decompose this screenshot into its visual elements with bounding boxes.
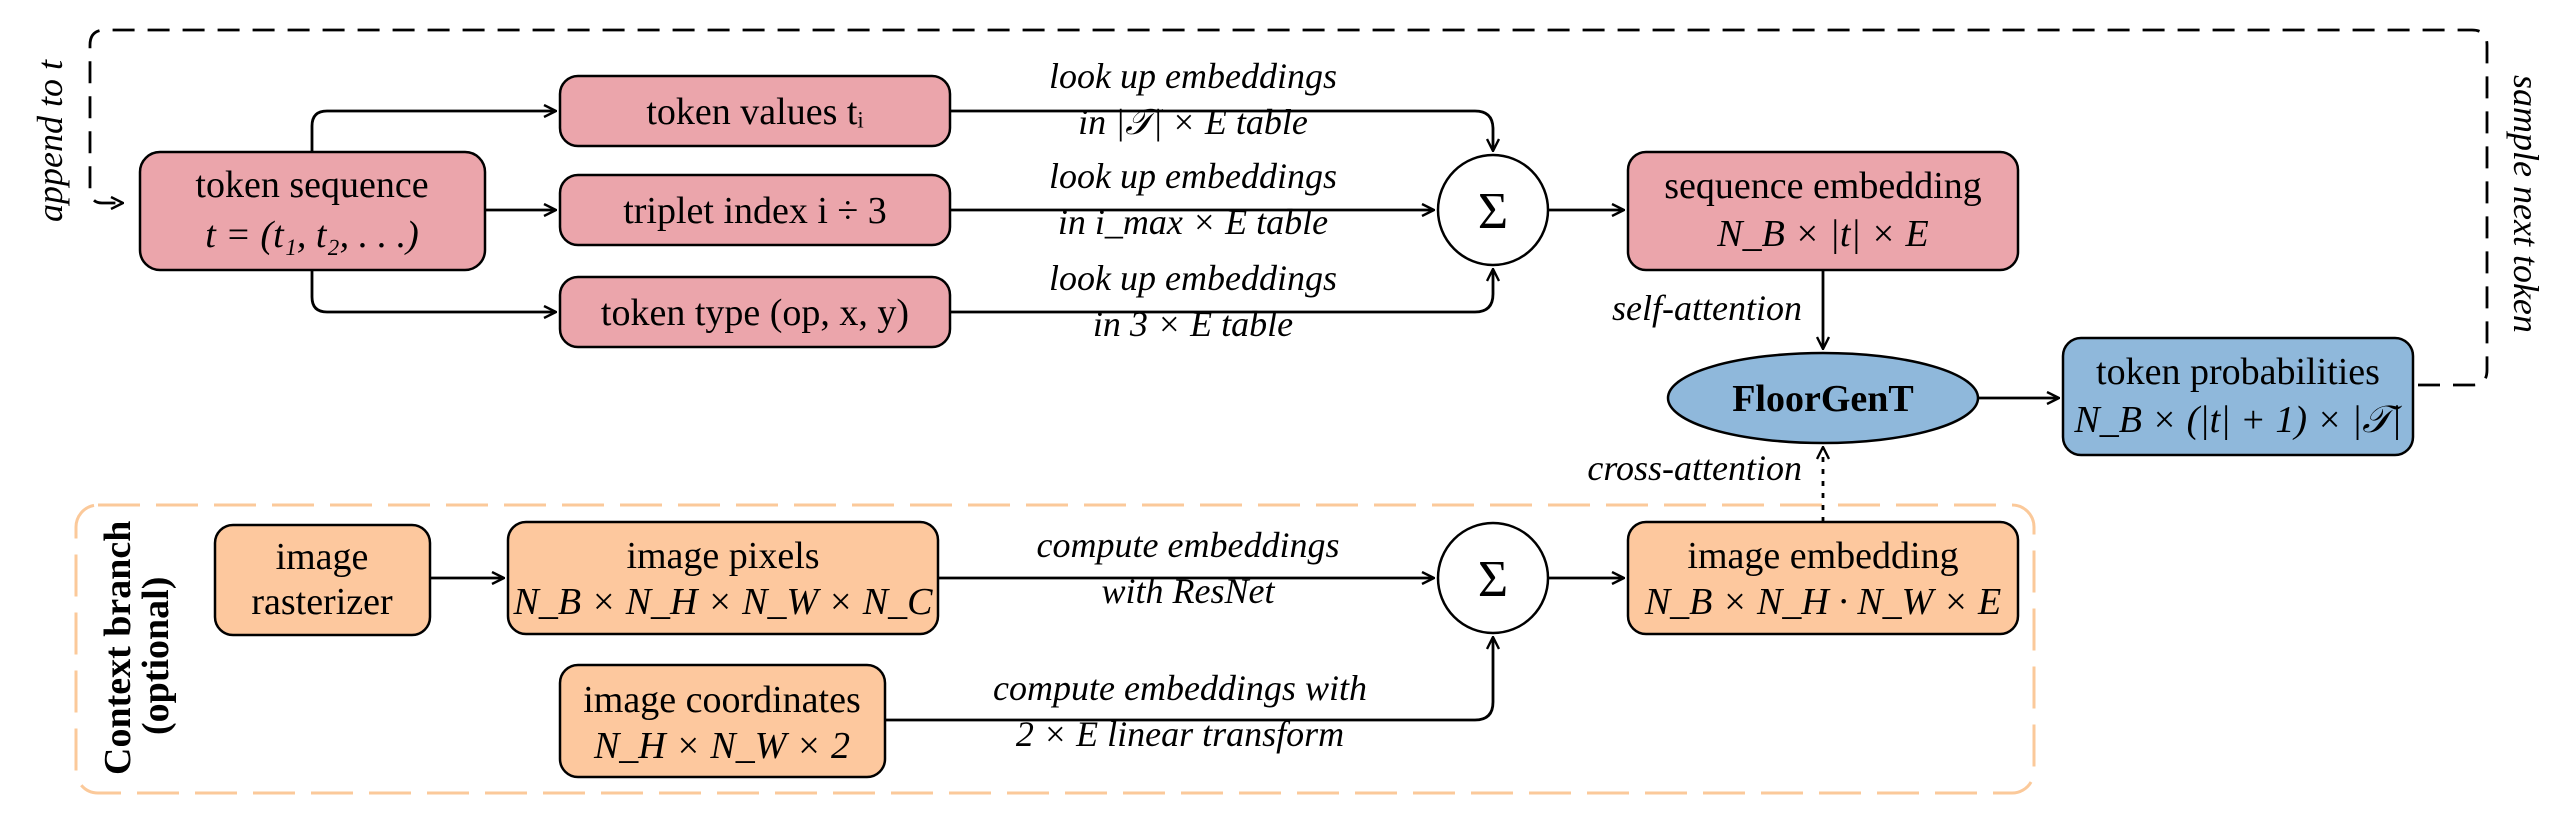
edge-coordinates-to-sum [885,638,1493,722]
index-lookup-label-2: in i_max × E table [1058,202,1328,242]
sample-next-token-label: sample next token [2506,75,2546,333]
svg-text:image embedding: image embedding [1687,535,1958,577]
edge-type-to-sum [950,270,1493,314]
token-type-node: token type (op, x, y) [558,275,952,349]
svg-text:N_H × N_W × 2: N_H × N_W × 2 [593,725,850,767]
sampling-loop-line [88,28,2489,387]
svg-text:FloorGenT: FloorGenT [1732,378,1914,420]
context-branch-optional: (optional) [135,577,177,735]
linear-label-2: 2 × E linear transform [1016,714,1344,754]
svg-text:N_B × N_H × N_W × N_C: N_B × N_H × N_W × N_C [513,581,934,623]
floorgent-node: FloorGenT [1666,351,1980,445]
image-rasterizer-node: image rasterizer [213,523,432,637]
token-sequence-node: token sequence t = (t₁, t₂, . . .) [138,150,487,272]
sequence-embedding-node: sequence embedding N_B × |t| × E [1626,150,2020,272]
svg-text:Σ: Σ [1478,183,1508,240]
index-lookup-label-1: look up embeddings [1049,156,1337,196]
resnet-label-1: compute embeddings [1037,525,1340,565]
svg-text:Σ: Σ [1478,551,1508,608]
token-values-node: token values tᵢ [558,74,952,148]
svg-text:token probabilities: token probabilities [2096,351,2380,393]
image-coordinates-node: image coordinates N_H × N_W × 2 [558,663,887,779]
svg-text:N_B × |t| × E: N_B × |t| × E [1716,213,1929,255]
svg-text:N_B × N_H · N_W × E: N_B × N_H · N_W × E [1644,581,2001,623]
token-probabilities-node: token probabilities N_B × (|t| + 1) × |𝒯… [2061,336,2415,457]
svg-text:image pixels: image pixels [626,535,819,577]
cross-attention-label: cross-attention [1587,448,1802,488]
edge-values-to-sum [950,109,1493,150]
append-label: append to t [30,59,70,222]
image-pixels-node: image pixels N_B × N_H × N_W × N_C [506,520,940,636]
edge-sequence-to-type [310,270,555,312]
svg-text:token sequence: token sequence [195,164,428,206]
svg-text:N_B × (|t| + 1) × |𝒯|: N_B × (|t| + 1) × |𝒯| [2073,399,2402,441]
svg-text:image coordinates: image coordinates [583,679,861,721]
self-attention-label: self-attention [1612,288,1802,328]
type-lookup-label-2: in 3 × E table [1093,304,1293,344]
svg-text:t = (t₁, t₂, . . .): t = (t₁, t₂, . . .) [205,214,419,256]
linear-label-1: compute embeddings with [993,668,1367,708]
svg-text:triplet index i ÷ 3: triplet index i ÷ 3 [623,190,887,232]
edge-sequence-to-values [310,111,555,152]
sum-top-node: Σ [1436,153,1550,267]
values-lookup-label-2: in |𝒯| × E table [1078,102,1308,142]
type-lookup-label-1: look up embeddings [1049,258,1337,298]
context-branch-title: Context branch [97,521,139,775]
image-embedding-node: image embedding N_B × N_H · N_W × E [1626,520,2020,636]
triplet-index-node: triplet index i ÷ 3 [558,173,952,247]
context-branch-region [74,503,2036,795]
svg-text:image: image [276,536,369,578]
values-lookup-label-1: look up embeddings [1049,56,1337,96]
svg-text:token values tᵢ: token values tᵢ [646,91,863,133]
svg-text:rasterizer: rasterizer [251,581,393,623]
resnet-label-2: with ResNet [1102,571,1276,611]
sum-bottom-node: Σ [1436,521,1550,635]
svg-text:token type (op, x, y): token type (op, x, y) [601,292,909,334]
svg-text:sequence embedding: sequence embedding [1664,165,1982,207]
